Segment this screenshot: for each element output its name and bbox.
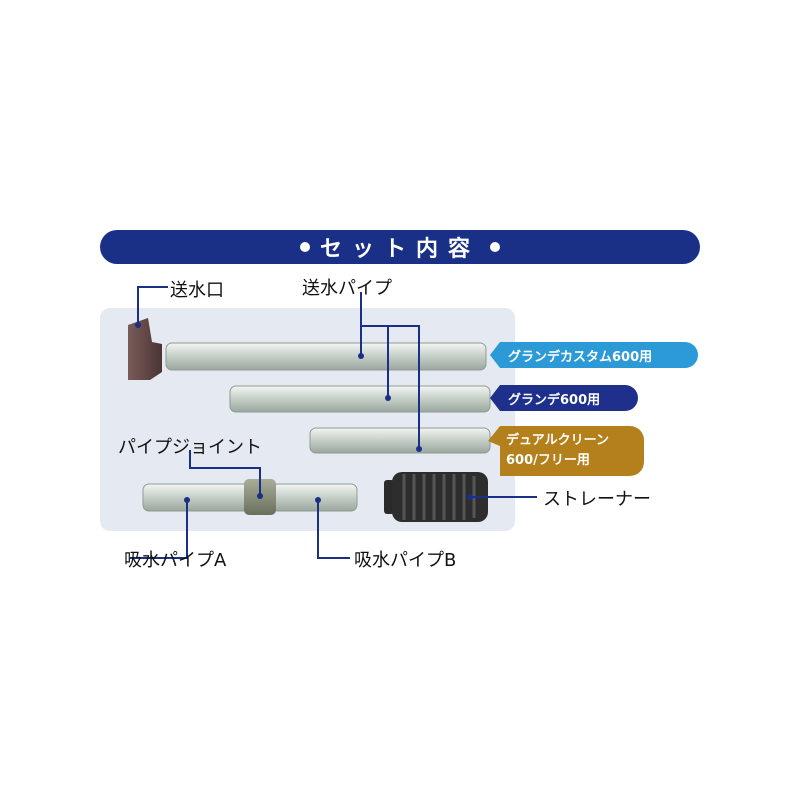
label-pipe-joint: パイプジョイント: [118, 437, 262, 458]
pipe-short: [309, 427, 491, 454]
tag-grande-custom: グランデカスタム600用: [490, 342, 698, 368]
tag-grande: グランデ600用: [490, 385, 638, 411]
label-outlet-pipe: 送水パイプ: [302, 278, 392, 299]
label-intake-b: 吸水パイプB: [354, 550, 457, 571]
contents-banner: セット内容: [100, 230, 700, 264]
outlet-part: [128, 318, 162, 380]
pipe-medium: [229, 385, 491, 413]
pipe-long: [165, 342, 487, 371]
strainer-part: [384, 472, 488, 522]
leader-dots: [135, 322, 473, 503]
intake-pipe-b: [271, 483, 358, 512]
tag-dual-clean-line2: 600/フリー用: [506, 453, 590, 468]
leader-lines: [130, 286, 537, 559]
label-intake-a: 吸水パイプA: [124, 550, 227, 571]
label-outlet: 送水口: [170, 280, 224, 301]
bullet-left: [299, 242, 310, 252]
tag-grande-text: グランデ600用: [508, 392, 601, 408]
tag-dual-clean-line1: デュアルクリーン: [506, 433, 609, 448]
tag-grande-custom-text: グランデカスタム600用: [508, 349, 653, 365]
intake-pipe-a: [142, 483, 250, 512]
tag-dual-clean: デュアルクリーン 600/フリー用: [488, 426, 644, 476]
label-strainer: ストレーナー: [543, 489, 651, 510]
bullet-right: [490, 242, 500, 252]
banner-title: セット内容: [319, 237, 480, 262]
